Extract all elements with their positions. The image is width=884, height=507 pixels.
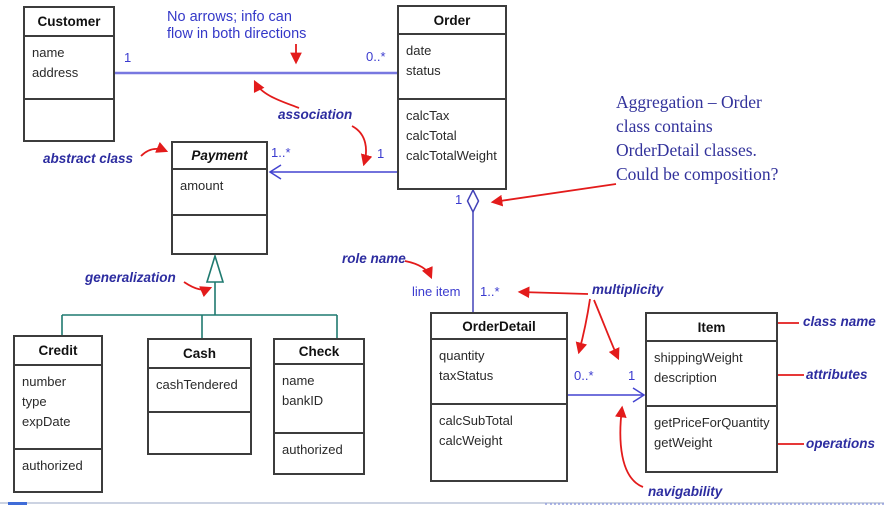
class-attributes: amount [173,170,266,216]
multiplicity-order-end: 0..* [366,49,386,64]
class-title: Cash [149,340,250,369]
multiplicity-item-end: 1 [628,368,636,383]
navigability-label: navigability [648,484,723,499]
class-box-item: Item shippingWeight description getPrice… [645,312,778,473]
association-order-payment [268,164,397,180]
multiplicity-aggregation-end: 1 [455,192,463,207]
class-title: Item [647,314,776,342]
class-attributes: cashTendered [149,369,250,413]
navigability-pointer [615,405,644,488]
multiplicity-pointer-item [593,299,620,361]
class-attributes: quantity taxStatus [432,340,566,405]
multiplicity-pointer-orderdetail [575,298,591,355]
class-box-orderdetail: OrderDetail quantity taxStatus calcSubTo… [430,312,568,482]
generalization-pointer [183,281,213,298]
no-arrows-note: No arrows; info can flow in both directi… [167,9,307,42]
class-box-customer: Customer name address [23,6,115,142]
class-title: Credit [15,337,101,366]
bottom-edge-dotted-line [545,503,884,505]
association-pointer-top [253,79,300,109]
class-operations: authorized [22,458,83,473]
generalization-tree [61,253,338,338]
class-name-label: class name [803,314,876,329]
association-label: association [278,107,353,122]
multiplicity-line-item: 1..* [480,284,500,299]
class-box-cash: Cash cashTendered [147,338,252,455]
class-box-credit: Credit number type expDate authorized [13,335,103,493]
multiplicity-customer-end: 1 [124,50,132,65]
bottom-edge-blue-segment [8,502,27,505]
aggregation-note: Aggregation – Order class contains Order… [616,92,779,184]
navigability-arrow-item [632,387,646,403]
class-attributes: shippingWeight description [647,342,776,407]
abstract-class-pointer [140,141,169,157]
class-box-payment: Payment amount [171,141,268,255]
bottom-edge-line [0,502,884,504]
association-pointer-bottom [351,125,373,167]
class-attributes: date status [399,35,505,100]
operations-label: operations [806,436,876,451]
class-operations [25,100,113,140]
role-name-line-item: line item [412,284,461,299]
association-orderdetail-item [568,387,646,403]
class-operations: getPriceForQuantity getWeight [654,415,770,450]
class-attributes: name address [25,37,113,100]
multiplicity-order-payment-end: 1 [377,146,385,161]
aggregation-order-orderdetail [466,188,480,312]
generalization-label: generalization [85,270,176,285]
generalization-triangle-icon [205,253,225,283]
multiplicity-pointer-lineitem [517,286,589,299]
class-operations: authorized [282,442,343,457]
navigability-arrow-payment [268,164,282,180]
class-box-order: Order date status calcTax calcTotal calc… [397,5,507,190]
abstract-class-label: abstract class [43,151,134,166]
class-title: OrderDetail [432,314,566,340]
multiplicity-payment-end: 1..* [271,145,291,160]
class-title: Customer [25,8,113,37]
aggregation-diamond-icon [466,188,480,214]
class-attributes: name bankID [275,365,363,434]
class-box-check: Check name bankID authorized [273,338,365,475]
class-operations: calcTax calcTotal calcTotalWeight [406,108,497,163]
attributes-label: attributes [806,367,868,382]
multiplicity-label: multiplicity [592,282,664,297]
class-title: Payment [173,143,266,170]
aggregation-note-pointer [490,183,617,207]
role-name-pointer [404,260,433,280]
class-operations [149,413,250,453]
multiplicity-orderdetail-end: 0..* [574,368,594,383]
class-title: Order [399,7,505,35]
class-attributes: number type expDate [15,366,101,450]
class-operations [173,216,266,253]
class-title: Check [275,340,363,365]
role-name-label: role name [342,251,406,266]
class-operations: calcSubTotal calcWeight [439,413,513,448]
